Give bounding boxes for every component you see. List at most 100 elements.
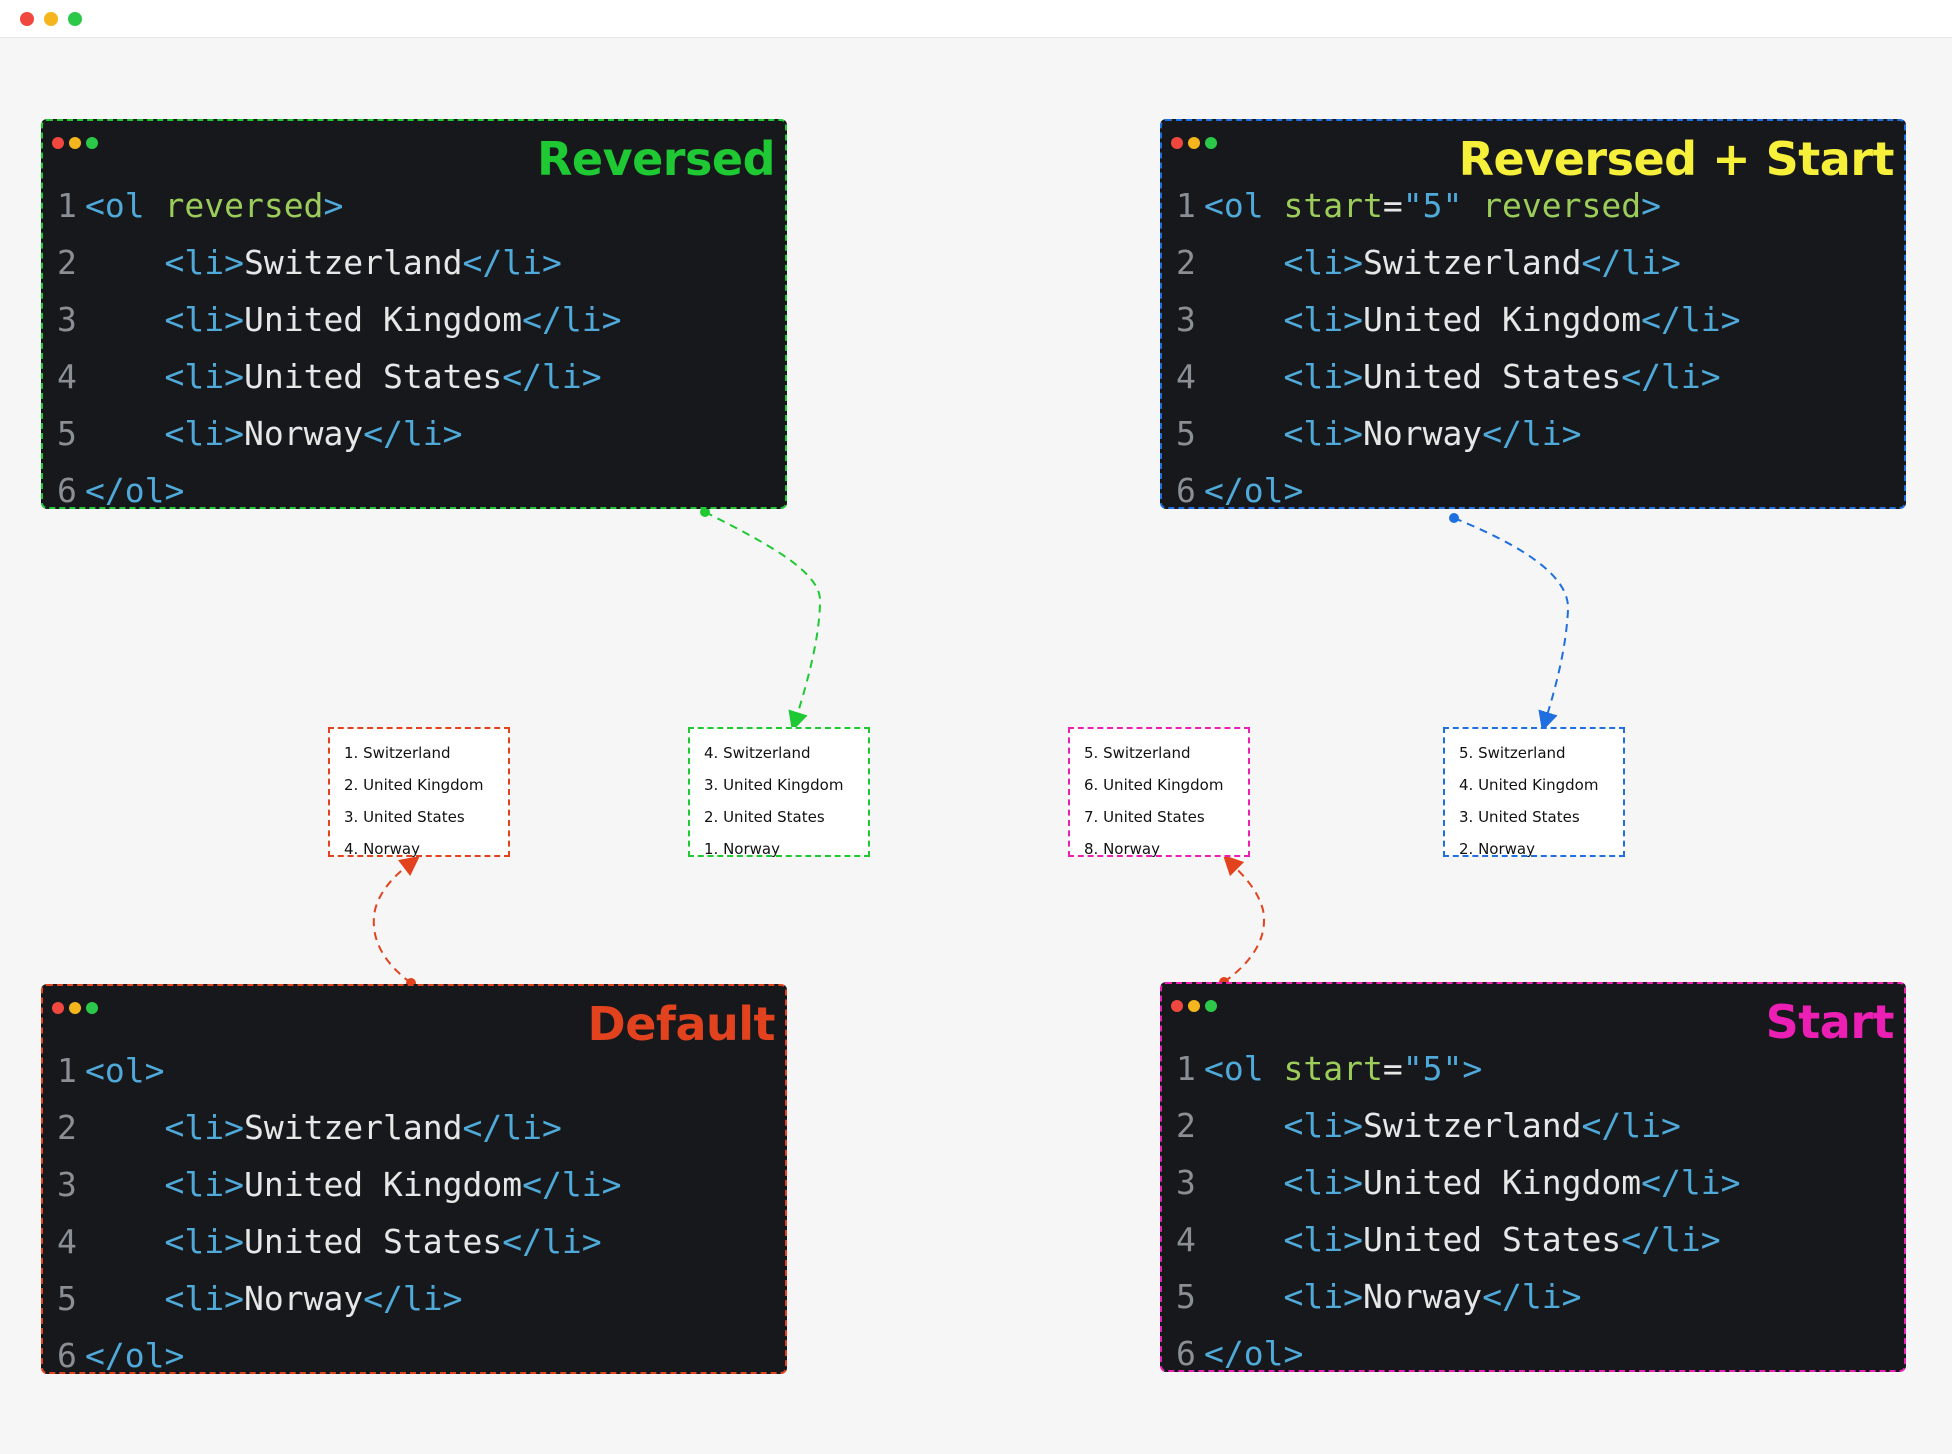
output-list-item: 2. United Kingdom [344,776,484,794]
code-token [1204,1106,1283,1145]
code-token: Switzerland [1362,243,1582,282]
code-token: > [323,186,344,225]
code-token: <ol> [85,1051,165,1090]
line-number: 3 [57,300,77,339]
code-line: 6</ol> [57,462,621,519]
code-line: 6</ol> [57,1327,621,1384]
panel-title: Reversed + Start [1458,132,1895,186]
output-list-item: 3. United Kingdom [704,776,844,794]
code-block: 1<ol>2 <li>Switzerland</li>3 <li>United … [57,1042,621,1384]
code-block: 1<ol start="5">2 <li>Switzerland</li> 3 <… [1176,1040,1740,1382]
code-token: </li> [1482,1277,1582,1316]
panel-title: Default [587,997,776,1051]
panel-dot [1205,1000,1217,1012]
connector-reversed-start [1449,513,1570,732]
panel-title: Start [1765,995,1895,1049]
code-token: </li> [1482,414,1582,453]
code-token: Norway [243,1279,364,1318]
close-window-dot[interactable] [20,12,34,26]
code-line: 2 <li>Switzerland</li> [57,1099,621,1156]
code-token [85,1279,164,1318]
code-token: = [1382,1049,1403,1088]
panel-dot [52,1002,64,1014]
code-block: 1<ol reversed>2 <li>Switzerland</li>3 <l… [57,177,621,519]
code-token: </li> [363,414,463,453]
code-token: United States [1362,1220,1622,1259]
code-token: </li> [522,300,622,339]
code-line: 2 <li>Switzerland</li> [1176,234,1740,291]
code-token: </ol> [1204,1334,1304,1373]
code-line: 1<ol reversed> [57,177,621,234]
code-token [85,300,164,339]
code-token: > [1641,186,1662,225]
code-token: </ol> [85,471,185,510]
code-line: 5 <li>Norway</li> [57,1270,621,1327]
code-token: </li> [502,1222,602,1261]
code-token: <li> [1283,1106,1363,1145]
code-line: 4 <li>United States</li> [1176,1211,1740,1268]
window-titlebar [0,0,1952,38]
code-token: "5" [1402,186,1463,225]
code-token: Switzerland [243,1108,463,1147]
panel-dot [1188,137,1200,149]
code-token: start [1283,1049,1383,1088]
code-token: <li> [1283,1277,1363,1316]
code-token [1204,1277,1283,1316]
line-number: 1 [57,186,77,225]
code-line: 4 <li>United States</li> [57,1213,621,1270]
code-token [1264,1049,1284,1088]
output-list-default: 1. Switzerland 2. United Kingdom 3. United… [328,727,510,858]
line-number: 4 [1176,357,1196,396]
code-token: <li> [164,1165,244,1204]
code-token: <li> [164,1108,244,1147]
code-token: <li> [164,300,244,339]
minimize-window-dot[interactable] [44,12,58,26]
code-token [1204,414,1283,453]
code-panel-start: Start 1<ol start="5">2 <li>Switzerland</… [1160,982,1906,1373]
code-token: <li> [164,357,244,396]
line-number: 3 [1176,1163,1196,1202]
code-token: </ol> [85,1336,185,1375]
output-list-item: 2. United States [704,808,825,826]
code-line: 1<ol start="5"> [1176,1040,1740,1097]
panel-window-dots [52,999,103,1018]
code-line: 2 <li>Switzerland</li> [1176,1097,1740,1154]
output-list-item: 3. United States [344,808,465,826]
panel-dot [1171,137,1183,149]
panel-dot [86,137,98,149]
code-token [1204,1163,1283,1202]
output-list-item: 5. Switzerland [1084,744,1191,762]
code-token: <ol [1204,1049,1264,1088]
code-token: United Kingdom [243,300,523,339]
panel-window-dots [1171,134,1222,153]
code-token: </ol> [1204,471,1304,510]
code-line: 3 <li>United Kingdom</li> [57,291,621,348]
line-number: 5 [1176,414,1196,453]
panel-window-dots [52,134,103,153]
panel-dot [86,1002,98,1014]
panel-dot [69,1002,81,1014]
code-token: Switzerland [1362,1106,1582,1145]
output-list-item: 1. Switzerland [344,744,451,762]
code-line: 6</ol> [1176,1325,1740,1382]
line-number: 4 [57,357,77,396]
code-token: <li> [164,1222,244,1261]
line-number: 2 [57,243,77,282]
line-number: 4 [57,1222,77,1261]
line-number: 2 [57,1108,77,1147]
maximize-window-dot[interactable] [68,12,82,26]
panel-title: Reversed [537,132,776,186]
line-number: 3 [1176,300,1196,339]
code-token: United Kingdom [1362,1163,1642,1202]
code-line: 5 <li>Norway</li> [57,405,621,462]
code-token: United Kingdom [243,1165,523,1204]
code-token: </li> [462,1108,562,1147]
code-panel-reversed: Reversed 1<ol reversed>2 <li>Switzerland… [41,119,787,510]
code-token: <li> [1283,414,1363,453]
code-token: <li> [1283,1163,1363,1202]
code-token: </li> [1641,300,1741,339]
panel-dot [1205,137,1217,149]
line-number: 6 [1176,1334,1196,1373]
line-number: 4 [1176,1220,1196,1259]
